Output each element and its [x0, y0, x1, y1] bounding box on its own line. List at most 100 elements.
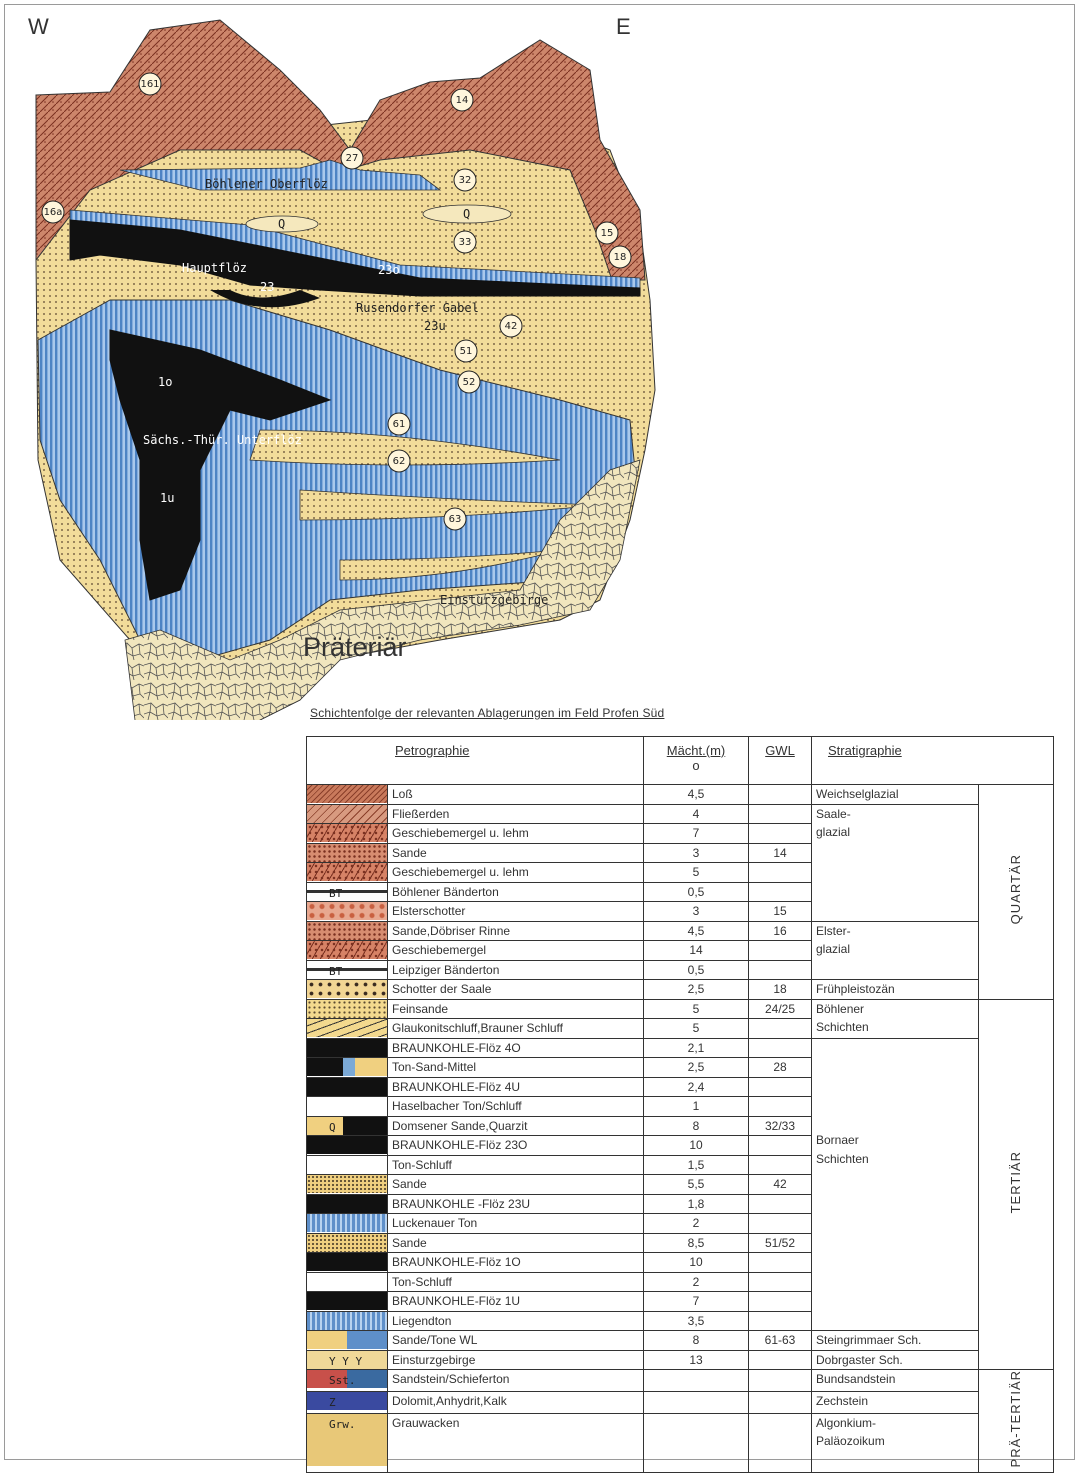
- petrographie-cell: Elsterschotter: [388, 902, 644, 922]
- gwl-cell: 15: [749, 902, 812, 922]
- legend-swatch: [307, 1194, 388, 1214]
- circle-51: 51: [455, 340, 477, 362]
- stratigraphie-cell: Elster-glazial: [812, 921, 979, 980]
- legend-swatch: [307, 1272, 388, 1292]
- gwl-cell: [749, 1272, 812, 1292]
- petrographie-cell: Schotter der Saale: [388, 980, 644, 1000]
- table-row: Grw. Grauwacken Algonkium-Paläozoikum: [307, 1413, 1054, 1473]
- svg-text:18: 18: [614, 252, 627, 263]
- maechtigkeit-cell: 1,5: [644, 1155, 749, 1175]
- gwl-cell: [749, 804, 812, 824]
- petrographie-cell: Ton-Schluff: [388, 1272, 644, 1292]
- header-stratigraphie: Stratigraphie: [812, 737, 1054, 785]
- legend-swatch: BT: [307, 882, 388, 902]
- swatch-symbol: Q: [329, 1121, 336, 1134]
- legend-swatch: Sst.: [307, 1370, 388, 1392]
- legend-swatch: [307, 1155, 388, 1175]
- circle-32: 32: [454, 169, 476, 191]
- table-row: Fließerden4Saale-glazial: [307, 804, 1054, 824]
- header-gwl: GWL: [749, 737, 812, 785]
- petrographie-cell: Liegendton: [388, 1311, 644, 1331]
- gwl-cell: [749, 1038, 812, 1058]
- gwl-cell: [749, 1370, 812, 1392]
- legend-swatch: Grw.: [307, 1413, 388, 1473]
- label-q-left: Q: [278, 217, 285, 231]
- svg-text:51: 51: [460, 346, 473, 357]
- gwl-cell: 16: [749, 921, 812, 941]
- maechtigkeit-cell: 7: [644, 824, 749, 844]
- circle-27: 27: [341, 147, 363, 169]
- gwl-cell: [749, 1155, 812, 1175]
- legend-swatch: [307, 941, 388, 961]
- svg-text:14: 14: [456, 95, 469, 106]
- stratigraphie-cell: Algonkium-Paläozoikum: [812, 1413, 979, 1473]
- gwl-cell: [749, 1194, 812, 1214]
- stratigraphie-cell: Frühpleistozän: [812, 980, 979, 1000]
- petrographie-cell: Loß: [388, 785, 644, 805]
- label-boehlener-oberfloez: Böhlener Oberflöz: [205, 177, 328, 191]
- stratigraphie-cell: Saale-glazial: [812, 804, 979, 921]
- petrographie-cell: Einsturzgebirge: [388, 1350, 644, 1370]
- legend-swatch: [307, 804, 388, 824]
- maechtigkeit-cell: 14: [644, 941, 749, 961]
- gwl-cell: [749, 1019, 812, 1039]
- table-row: Sst.Sandstein/SchiefertonBundsandsteinPR…: [307, 1370, 1054, 1392]
- maechtigkeit-cell: 5,5: [644, 1175, 749, 1195]
- gwl-cell: [749, 1214, 812, 1234]
- svg-text:42: 42: [505, 321, 518, 332]
- maechtigkeit-cell: 1: [644, 1097, 749, 1117]
- table-row: BRAUNKOHLE-Flöz 4O2,1BornaerSchichten: [307, 1038, 1054, 1058]
- svg-text:16a: 16a: [44, 207, 63, 218]
- petrographie-cell: BRAUNKOHLE -Flöz 23U: [388, 1194, 644, 1214]
- header-maechtigkeit: Mächt.(m)o: [644, 737, 749, 785]
- legend-swatch: [307, 1077, 388, 1097]
- legend-swatch: [307, 1233, 388, 1253]
- petrographie-cell: Sande/Tone WL: [388, 1331, 644, 1351]
- circle-52: 52: [458, 371, 480, 393]
- legend-swatch: [307, 1058, 388, 1078]
- maechtigkeit-cell: 1,8: [644, 1194, 749, 1214]
- legend-swatch: [307, 1292, 388, 1312]
- svg-text:27: 27: [346, 153, 359, 164]
- svg-text:62: 62: [393, 456, 406, 467]
- legend-swatch: [307, 1136, 388, 1156]
- svg-text:33: 33: [459, 237, 472, 248]
- petrographie-cell: Sandstein/Schieferton: [388, 1370, 644, 1392]
- table-row: Sande,Döbriser Rinne4,516Elster-glazial: [307, 921, 1054, 941]
- legend-swatch: Y Y Y: [307, 1350, 388, 1370]
- label-seam-23: 23: [260, 280, 274, 294]
- svg-text:161: 161: [140, 79, 159, 90]
- legend-swatch: [307, 1214, 388, 1234]
- maechtigkeit-cell: 10: [644, 1136, 749, 1156]
- circle-14: 14: [451, 89, 473, 111]
- petrographie-cell: Glaukonitschluff,Brauner Schluff: [388, 1019, 644, 1039]
- petrographie-cell: BRAUNKOHLE-Flöz 1U: [388, 1292, 644, 1312]
- petrographie-cell: Grauwacken: [388, 1413, 644, 1473]
- gwl-cell: 18: [749, 980, 812, 1000]
- circle-18: 18: [609, 246, 631, 268]
- petrographie-cell: Geschiebemergel u. lehm: [388, 863, 644, 883]
- petrographie-cell: Domsener Sande,Quarzit: [388, 1116, 644, 1136]
- petrographie-cell: Luckenauer Ton: [388, 1214, 644, 1234]
- petrographie-cell: Ton-Schluff: [388, 1155, 644, 1175]
- swatch-symbol: Z: [329, 1396, 336, 1409]
- legend-swatch: [307, 1253, 388, 1273]
- circle-61: 61: [388, 413, 410, 435]
- gwl-cell: 61-63: [749, 1331, 812, 1351]
- maechtigkeit-cell: 4,5: [644, 785, 749, 805]
- circle-42: 42: [500, 315, 522, 337]
- maechtigkeit-cell: 3: [644, 902, 749, 922]
- maechtigkeit-cell: 3,5: [644, 1311, 749, 1331]
- gwl-cell: 14: [749, 843, 812, 863]
- petrographie-cell: Sande: [388, 1233, 644, 1253]
- geological-cross-section: Böhlener Oberflöz Hauptflöz Rusendorfer …: [0, 0, 1081, 720]
- maechtigkeit-cell: 0,5: [644, 960, 749, 980]
- maechtigkeit-cell: 5: [644, 1019, 749, 1039]
- petrographie-cell: BRAUNKOHLE-Flöz 4O: [388, 1038, 644, 1058]
- gwl-cell: [749, 1413, 812, 1473]
- circle-62: 62: [388, 450, 410, 472]
- stratigraphy-table: Petrographie Mächt.(m)o GWL Stratigraphi…: [306, 736, 1054, 1473]
- swatch-symbol: Grw.: [329, 1418, 356, 1431]
- svg-text:52: 52: [463, 377, 476, 388]
- maechtigkeit-cell: 4,5: [644, 921, 749, 941]
